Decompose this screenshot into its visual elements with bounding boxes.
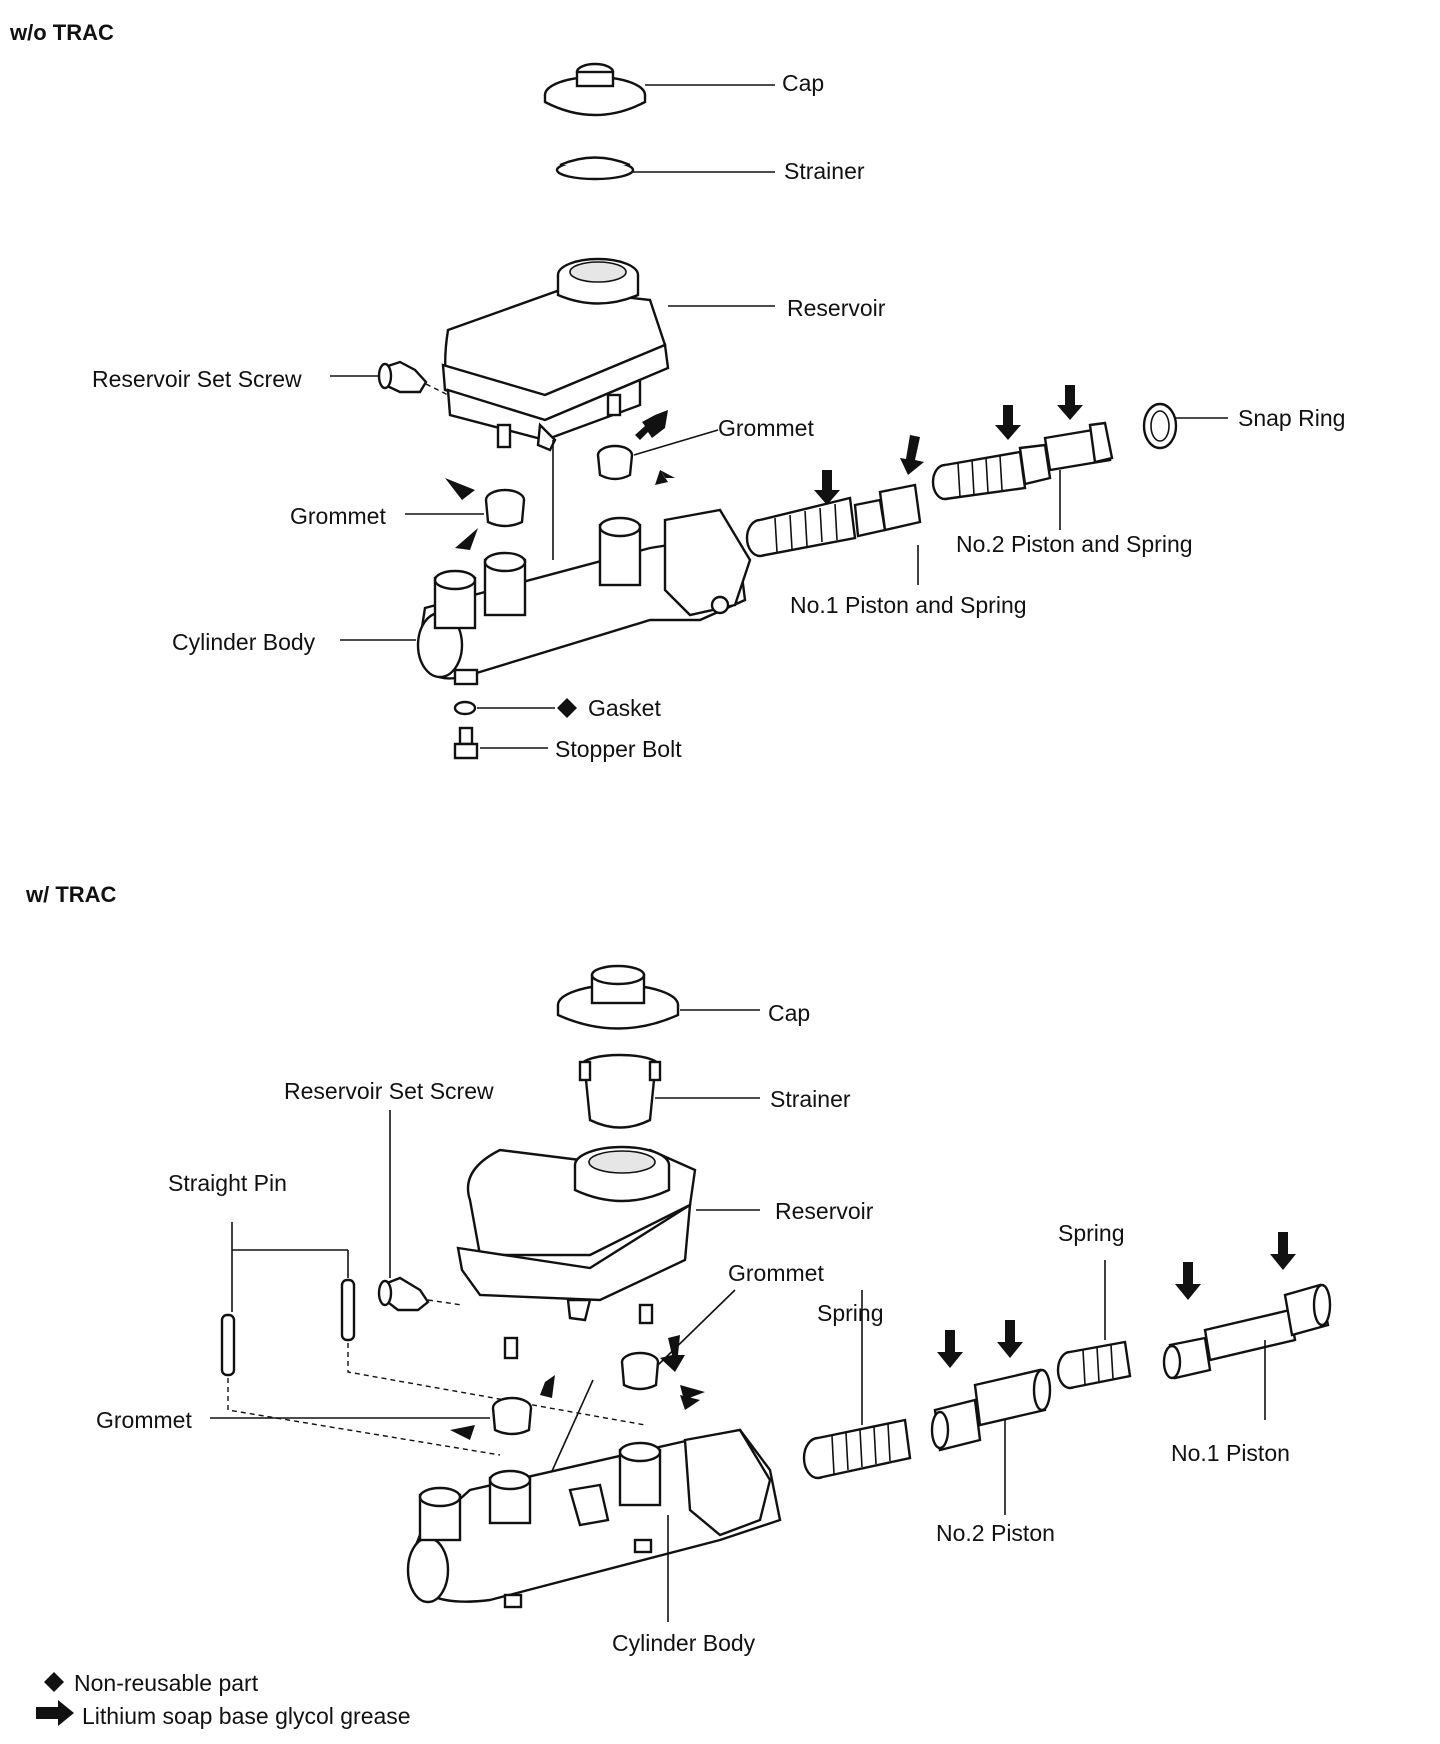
legend-grease: Lithium soap base glycol grease	[82, 1703, 411, 1730]
label-top-gasket: Gasket	[588, 695, 661, 721]
section-with-trac: w/ TRAC	[26, 882, 117, 907]
section-without-trac: w/o TRAC	[10, 20, 114, 45]
top-strainer	[555, 156, 635, 181]
label-bottom-no1-piston: No.1 Piston	[1171, 1440, 1290, 1466]
top-cylinder-body	[416, 508, 752, 686]
label-top-cylinder-body: Cylinder Body	[172, 629, 316, 655]
label-bottom-strainer: Strainer	[770, 1086, 851, 1112]
top-grommet-left	[484, 488, 526, 528]
top-no1-piston-spring	[745, 483, 922, 558]
bottom-straight-pins	[220, 1278, 356, 1377]
legend-non-reusable-text: Non-reusable part	[74, 1670, 259, 1696]
bottom-spring-left	[802, 1418, 912, 1480]
label-top-reservoir-set-screw: Reservoir Set Screw	[92, 366, 302, 392]
top-cap	[543, 62, 647, 117]
label-bottom-no2-piston: No.2 Piston	[936, 1520, 1055, 1546]
top-no2-piston-spring	[931, 421, 1114, 501]
top-grease-arrows	[445, 385, 1083, 550]
label-bottom-straight-pin: Straight Pin	[168, 1170, 287, 1196]
bottom-grease-arrows	[450, 1232, 1296, 1440]
top-gasket	[453, 700, 477, 716]
top-snap-ring	[1142, 402, 1178, 450]
top-stopper-bolt	[453, 726, 479, 760]
label-bottom-grommet-left: Grommet	[96, 1407, 192, 1433]
bottom-no2-piston	[930, 1368, 1052, 1452]
top-reservoir-set-screw	[377, 360, 428, 394]
top-reservoir	[441, 257, 670, 452]
bottom-spring-right	[1056, 1340, 1132, 1390]
label-top-strainer: Strainer	[784, 158, 865, 184]
bottom-reservoir-set-screw	[377, 1276, 430, 1312]
legend-non-reusable: Non-reusable part	[74, 1670, 258, 1697]
label-top-stopper-bolt: Stopper Bolt	[555, 736, 682, 762]
label-bottom-reservoir-set-screw: Reservoir Set Screw	[284, 1078, 494, 1104]
label-top-snap-ring: Snap Ring	[1238, 405, 1346, 431]
bottom-cylinder-body	[406, 1428, 782, 1609]
bottom-grommet-upper	[620, 1351, 660, 1391]
legend-grease-arrow-symbol	[36, 1700, 74, 1726]
label-bottom-grommet-upper: Grommet	[728, 1260, 824, 1286]
label-bottom-reservoir: Reservoir	[775, 1198, 874, 1224]
label-top-grommet-right: Grommet	[718, 415, 814, 441]
label-top-no2-piston-spring: No.2 Piston and Spring	[956, 531, 1193, 557]
legend-diamond-symbol	[44, 1672, 64, 1692]
label-top-cap: Cap	[782, 70, 825, 96]
label-bottom-cap: Cap	[768, 1000, 811, 1026]
label-bottom-cylinder-body: Cylinder Body	[612, 1630, 756, 1656]
bottom-grommet-left	[491, 1396, 533, 1436]
label-bottom-spring-left: Spring	[817, 1300, 884, 1326]
label-top-no1-piston-spring: No.1 Piston and Spring	[790, 592, 1027, 618]
label-top-reservoir: Reservoir	[787, 295, 886, 321]
bottom-cap	[556, 964, 680, 1030]
label-bottom-spring-right: Spring	[1058, 1220, 1125, 1246]
top-grommet-right	[596, 444, 634, 481]
bottom-reservoir	[456, 1145, 697, 1360]
label-top-grommet-left: Grommet	[290, 503, 386, 529]
bottom-no1-piston	[1162, 1283, 1332, 1380]
legend-grease-text: Lithium soap base glycol grease	[82, 1703, 411, 1729]
bottom-strainer	[578, 1053, 662, 1129]
